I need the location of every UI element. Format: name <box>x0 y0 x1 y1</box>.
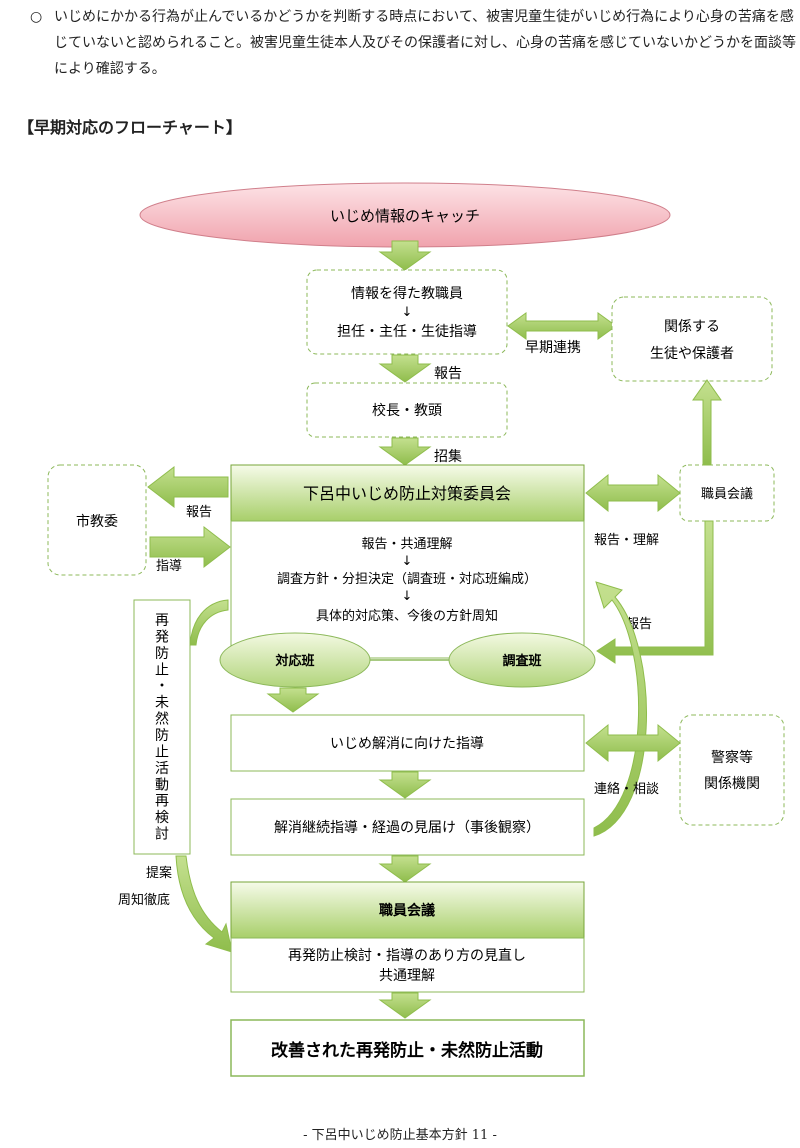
report-label-2: 報告 <box>186 505 212 520</box>
arrow-down-5 <box>378 771 432 799</box>
arrow-down-3 <box>378 437 432 466</box>
response-team-label: 対応班 <box>274 653 314 669</box>
city-board-box <box>47 464 147 576</box>
related-line2: 生徒や保護者 <box>650 346 734 362</box>
resolve-guidance-box <box>230 714 585 772</box>
teacher-arrow: ↓ <box>402 305 413 320</box>
report-label-1: 報告 <box>434 366 462 382</box>
committee-to-review-curve <box>189 599 229 646</box>
guidance-label: 指導 <box>156 559 182 574</box>
vertical-label-box <box>133 599 191 855</box>
city-board-label: 市教委 <box>76 513 118 530</box>
committee-arrow1: ↓ <box>402 554 413 569</box>
report-to-city-arrow <box>147 465 229 509</box>
review-box <box>230 937 585 993</box>
contact-consult-label: 連絡・相談 <box>594 781 659 797</box>
committee-staff-arrow <box>585 473 681 513</box>
staff-meeting2-header <box>230 881 585 939</box>
related-line1: 関係する <box>664 319 720 335</box>
committee-arrow2: ↓ <box>402 589 413 604</box>
teacher-line2: 担任・主任・生徒指導 <box>337 324 477 340</box>
early-link-arrow <box>507 312 617 340</box>
teacher-line1: 情報を得た教職員 <box>351 285 463 302</box>
committee-line2: 調査方針・分担決定（調査班・対応班編成） <box>277 571 537 587</box>
committee-header <box>230 464 585 522</box>
police-line1: 警察等 <box>711 749 753 766</box>
resolve-guidance-label: いじめ解消に向けた指導 <box>330 736 484 752</box>
arrow-down-1 <box>378 240 432 271</box>
guidance-arrow <box>149 525 231 569</box>
related-box <box>611 296 773 382</box>
arrow-down-7 <box>378 992 432 1019</box>
early-link-label: 早期連携 <box>525 340 581 356</box>
principal-label: 校長・教頭 <box>372 402 442 419</box>
flowchart-heading: 【早期対応のフローチャート】 <box>18 118 242 137</box>
resolve-police-arrow <box>585 723 681 763</box>
review-line2: 共通理解 <box>379 968 435 984</box>
response-team-ellipse <box>219 632 371 688</box>
proposal-label: 提案 <box>146 865 172 881</box>
improved-label: 改善された再発防止・未然防止活動 <box>271 1040 543 1061</box>
arrow-down-6 <box>378 855 432 883</box>
investigation-team-label: 調査班 <box>502 653 541 669</box>
page-footer: - 下呂中いじめ防止基本方針 11 - <box>303 1128 497 1143</box>
committee-title: 下呂中いじめ防止対策委員会 <box>303 484 511 503</box>
intro-text: いじめにかかる行為が止んでいるかどうかを判断する時点において、被害児童生徒がいじ… <box>54 9 796 77</box>
improved-box <box>230 1019 585 1077</box>
vertical-label: 再発防止・未然防止活動再検討 <box>155 613 169 843</box>
arrow-down-4 <box>266 687 320 713</box>
committee-line1: 報告・共通理解 <box>361 537 452 552</box>
police-line2: 関係機関 <box>704 776 760 792</box>
continued-guidance-box <box>230 798 585 856</box>
report-understanding-label: 報告・理解 <box>594 533 659 548</box>
arrow-down-2 <box>378 354 432 383</box>
review-to-staff-curve <box>175 855 233 953</box>
staff-to-related-arrow <box>692 379 722 466</box>
report-curve-arrow <box>593 581 647 837</box>
police-box <box>679 714 785 826</box>
intro-paragraph: ○ いじめにかかる行為が止んでいるかどうかを判断する時点において、被害児童生徒が… <box>30 4 800 82</box>
staff-meeting-label: 職員会議 <box>701 487 753 502</box>
teacher-box <box>306 269 508 355</box>
bullet-circle-icon: ○ <box>30 9 43 25</box>
staff-meeting2-label: 職員会議 <box>379 902 435 919</box>
convene-label: 招集 <box>434 448 462 465</box>
staff-to-investigation-arrow <box>596 520 714 664</box>
continued-guidance-label: 解消継続指導・経過の見届け（事後観察） <box>274 819 540 836</box>
notice-label: 周知徹底 <box>118 892 170 908</box>
principal-box <box>306 382 508 438</box>
review-line1: 再発防止検討・指導のあり方の見直し <box>288 947 526 964</box>
catch-label: いじめ情報のキャッチ <box>330 207 480 225</box>
investigation-team-ellipse <box>448 632 596 688</box>
committee-line3: 具体的対応策、今後の方針周知 <box>316 608 498 624</box>
